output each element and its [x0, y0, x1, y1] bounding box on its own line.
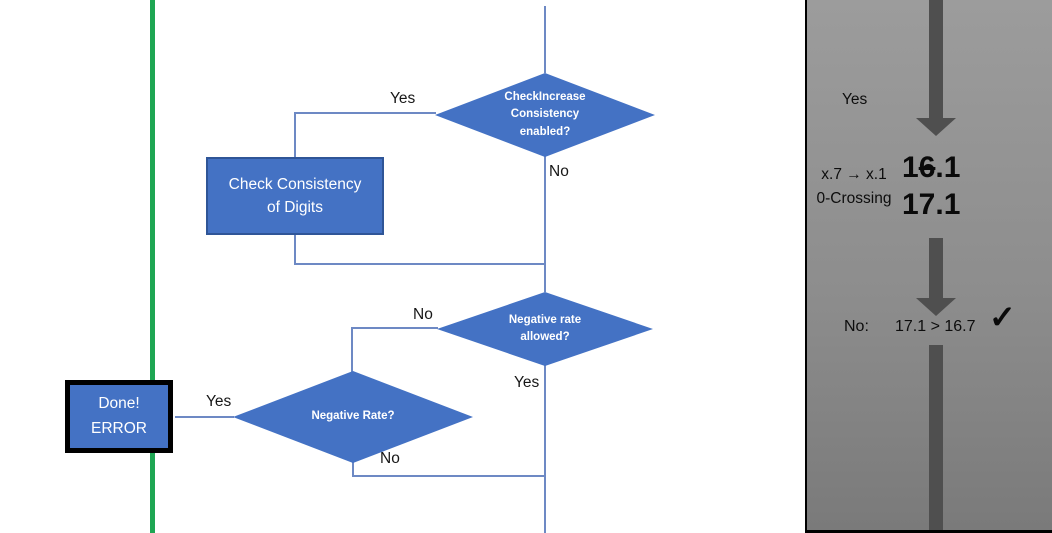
process-label-line: Check Consistency: [228, 175, 362, 193]
branch-label-no: No: [380, 450, 400, 467]
green-guide-line: [150, 0, 155, 533]
down-arrow-icon: [916, 118, 956, 136]
connector-d3-no-vertical: [352, 462, 354, 476]
old-value-suffix: .1: [935, 151, 961, 184]
old-value-struck-digit: 6: [918, 151, 936, 184]
connector-d2-no-vertical: [351, 327, 353, 372]
mapping-line: 0-Crossing: [816, 190, 892, 207]
connector-d1-yes-horizontal: [295, 112, 436, 114]
decision-label-line: Consistency: [510, 108, 580, 121]
decision-label-line: CheckIncrease: [504, 91, 586, 104]
decision-negative-rate-allowed: Negative rate allowed?: [437, 292, 653, 366]
connector-d3-no-horizontal: [352, 475, 545, 477]
mapping-note: x.7 → x.1 0-Crossing: [808, 163, 900, 211]
terminator-label-line: Done!: [98, 395, 140, 413]
branch-label-no: No: [549, 163, 569, 180]
mapping-line: x.7 → x.1: [821, 166, 887, 183]
connector-d1-no-down: [544, 156, 546, 292]
new-value: 17.1: [902, 188, 961, 221]
down-arrow-shaft: [929, 345, 943, 530]
connector-d3-yes-horizontal: [175, 416, 234, 418]
connector-d2-yes-down: [544, 364, 546, 533]
connector-d2-no-horizontal: [352, 327, 438, 329]
branch-label-no: No: [413, 306, 433, 323]
connector-process-down: [294, 234, 296, 264]
decision-checkincrease-consistency: CheckIncrease Consistency enabled?: [435, 73, 655, 157]
decision-label-line: Negative rate: [508, 313, 582, 326]
process-check-consistency-of-digits: Check Consistency of Digits: [206, 157, 384, 235]
annotation-panel: Yes x.7 → x.1 0-Crossing 16.1 17.1 No: 1…: [805, 0, 1052, 533]
decision-label-line: Negative Rate?: [311, 410, 395, 423]
old-value: 16.1: [902, 149, 960, 186]
down-arrow-icon: [916, 298, 956, 316]
terminator-done-error: Done! ERROR: [65, 380, 173, 453]
down-arrow-shaft: [929, 0, 943, 118]
branch-label-yes: Yes: [206, 393, 232, 410]
terminator-label-line: ERROR: [91, 419, 147, 437]
branch-label-yes: Yes: [390, 90, 416, 107]
value-comparison: 16.1 17.1: [902, 149, 960, 223]
decision-negative-rate: Negative Rate?: [233, 371, 473, 463]
result-comparison: 17.1 > 16.7: [895, 318, 976, 335]
result-no-label: No:: [844, 318, 869, 335]
branch-label-yes: Yes: [514, 374, 540, 391]
connector-process-rejoin: [294, 263, 545, 265]
connector-d1-yes-vertical: [294, 112, 296, 158]
checkmark-icon: ✓: [989, 299, 1016, 335]
decision-label-line: enabled?: [519, 125, 571, 138]
decision-label-line: allowed?: [520, 331, 570, 343]
old-value-prefix: 1: [902, 151, 919, 184]
panel-yes-label: Yes: [842, 91, 868, 108]
connector-top-into-d1: [544, 6, 546, 73]
process-label-line: of Digits: [267, 199, 323, 216]
down-arrow-shaft: [929, 238, 943, 298]
